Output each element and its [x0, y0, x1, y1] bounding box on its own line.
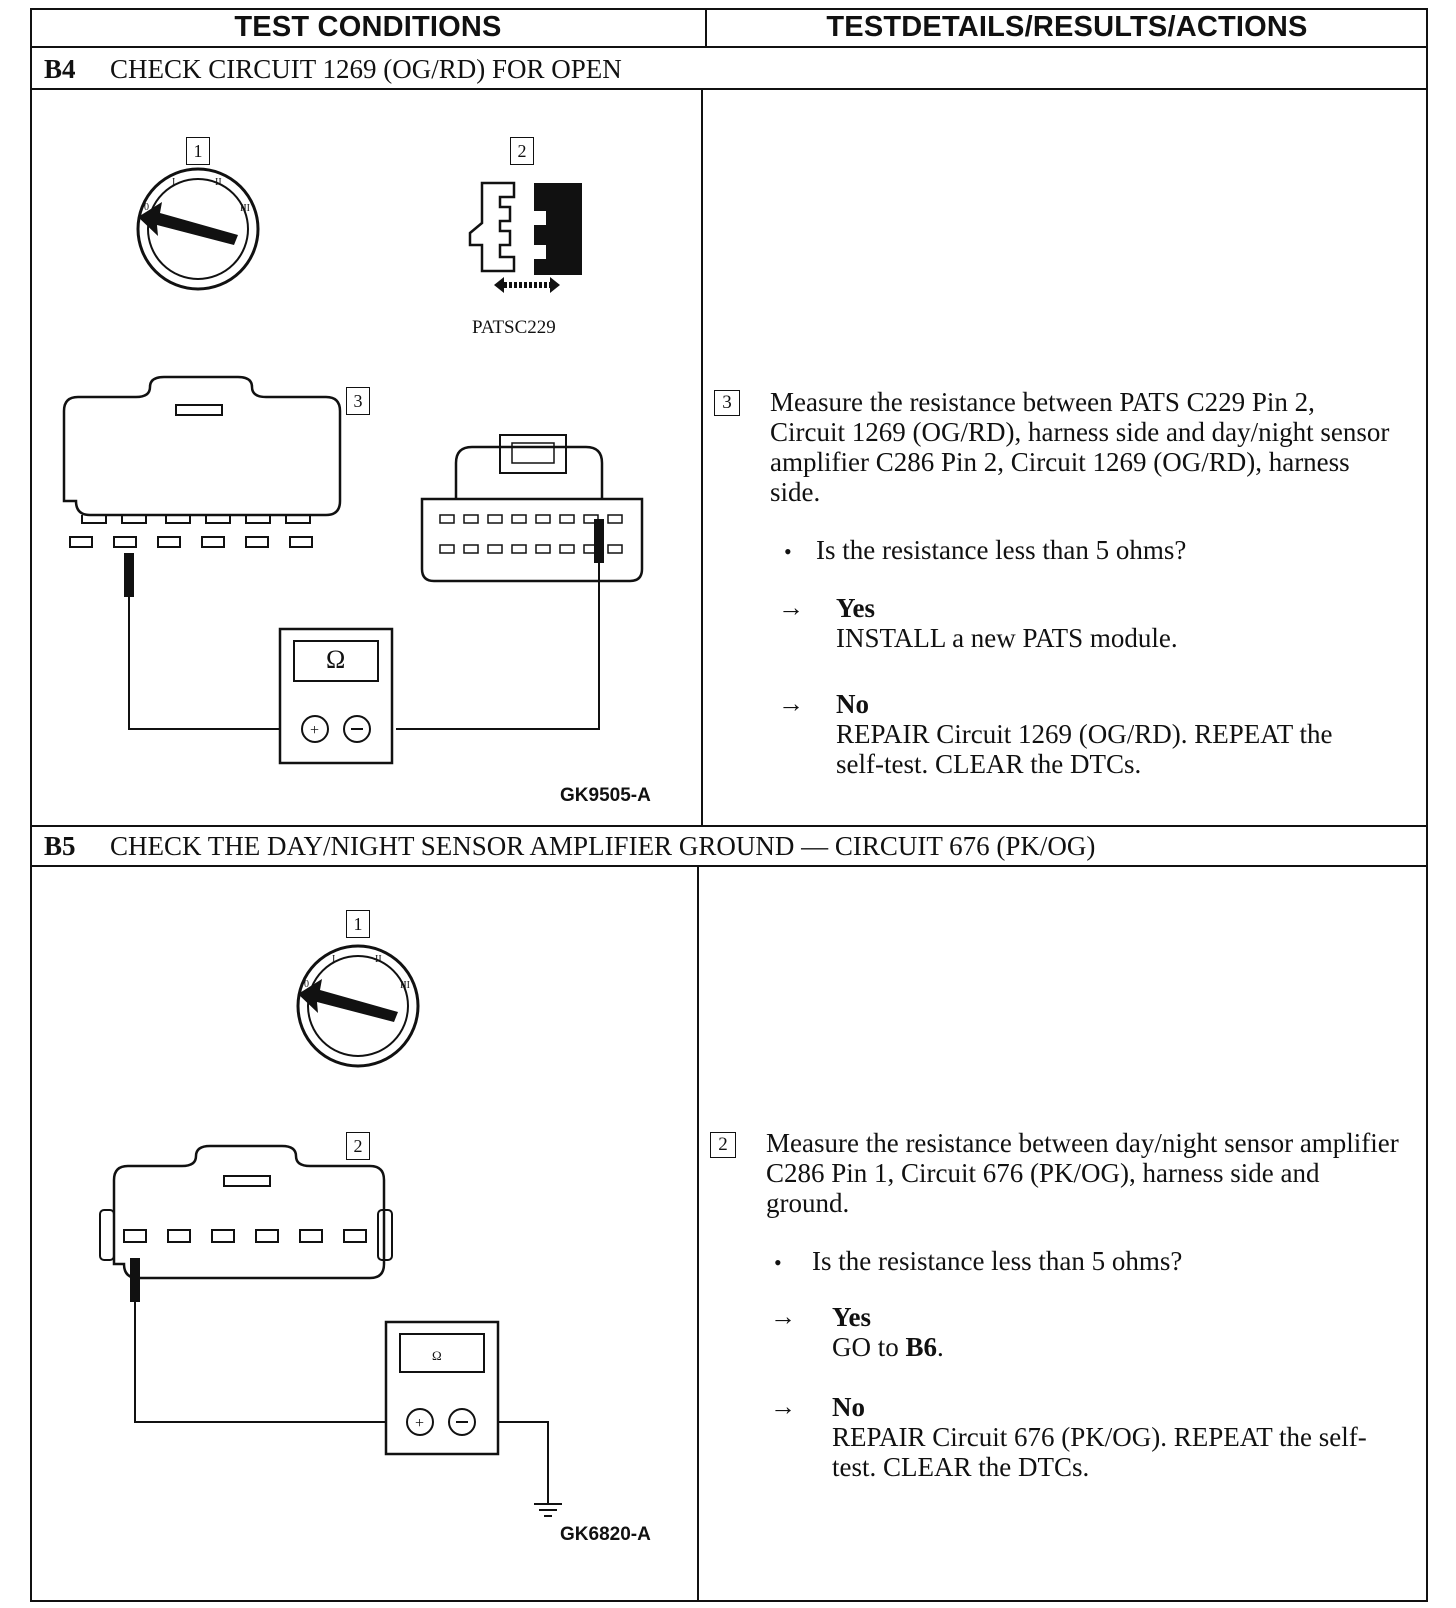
- result-no-label: No: [836, 689, 869, 719]
- svg-text:III: III: [240, 203, 250, 214]
- arrow-right-icon: →: [778, 689, 804, 718]
- svg-text:0: 0: [144, 202, 149, 213]
- result-yes-label: Yes: [832, 1302, 871, 1332]
- action-question: Is the resistance less than 5 ohms?: [812, 1246, 1183, 1276]
- action-step-number: 2: [710, 1132, 736, 1158]
- action-b4: 3 Measure the resistance between PATS C2…: [702, 89, 1428, 826]
- svg-text:+: +: [310, 722, 319, 739]
- svg-text:+: +: [415, 1415, 424, 1432]
- bullet-icon: •: [784, 539, 792, 564]
- figure-caption: GK6820-A: [560, 1524, 651, 1545]
- arrow-right-icon: →: [770, 1392, 796, 1421]
- svg-text:II: II: [215, 177, 222, 188]
- step-b5-header: B5 CHECK THE DAY/NIGHT SENSOR AMPLIFIER …: [44, 826, 1095, 866]
- svg-text:0: 0: [304, 979, 309, 990]
- bullet-icon: •: [774, 1250, 782, 1275]
- result-yes-text: GO to B6.: [832, 1332, 1392, 1362]
- ground-icon: [534, 1503, 562, 1517]
- test-leads: [130, 1258, 549, 1504]
- result-yes-post: .: [937, 1332, 944, 1362]
- test-leads: [124, 519, 604, 730]
- ignition-switch-icon: 0 I II III: [136, 167, 260, 291]
- result-yes-label: Yes: [836, 593, 875, 623]
- figure-step-1: 1: [346, 910, 370, 938]
- result-no-text: REPAIR Circuit 676 (PK/OG). REPEAT the s…: [832, 1422, 1367, 1482]
- meter-symbol: Ω: [326, 645, 346, 674]
- result-no-text: REPAIR Circuit 1269 (OG/RD). REPEAT the …: [836, 719, 1333, 779]
- result-no: No REPAIR Circuit 1269 (OG/RD). REPEAT t…: [836, 689, 1376, 779]
- step-id: B5: [44, 830, 76, 861]
- figure-b4: 0 I II III: [30, 89, 716, 826]
- action-question: Is the resistance less than 5 ohms?: [816, 535, 1187, 565]
- result-yes: Yes INSTALL a new PATS module.: [836, 593, 1376, 653]
- svg-text:III: III: [400, 980, 410, 991]
- arrow-right-icon: →: [770, 1302, 796, 1331]
- step-title: CHECK CIRCUIT 1269 (OG/RD) FOR OPEN: [110, 53, 622, 84]
- step-b4-header: B4 CHECK CIRCUIT 1269 (OG/RD) FOR OPEN: [44, 49, 622, 89]
- figure-b5: 0 I II III: [30, 866, 716, 1602]
- figure-b4-drawing: 0 I II III: [62, 167, 644, 765]
- figure-step-1: 1: [186, 137, 210, 165]
- connector-label: PATSC229: [472, 317, 556, 338]
- svg-text:Ω: Ω: [432, 1348, 442, 1363]
- ohmmeter-icon: +: [278, 627, 394, 765]
- header-test-details: TESTDETAILS/RESULTS/ACTIONS: [826, 10, 1308, 43]
- arrow-right-icon: →: [778, 593, 804, 622]
- header-test-conditions: TEST CONDITIONS: [234, 10, 502, 43]
- step-title: CHECK THE DAY/NIGHT SENSOR AMPLIFIER GRO…: [110, 830, 1096, 861]
- table-grid: [30, 8, 1428, 1602]
- svg-text:I: I: [332, 954, 335, 965]
- result-no-label: No: [832, 1392, 865, 1422]
- figure-step-2: 2: [510, 137, 534, 165]
- figure-caption: GK9505-A: [560, 785, 651, 806]
- action-instruction: Measure the resistance between PATS C229…: [770, 387, 1390, 507]
- svg-text:I: I: [172, 177, 175, 188]
- result-yes-pre: GO to: [832, 1332, 906, 1362]
- figure-step-2: 2: [346, 1132, 370, 1160]
- connector-c286-icon: [420, 434, 644, 583]
- connector-c286-icon: [99, 1144, 393, 1280]
- action-b5: 2 Measure the resistance between day/nig…: [698, 866, 1428, 1602]
- connector-c229-icon: [62, 375, 342, 548]
- connector-disconnect-icon: [468, 181, 582, 293]
- figure-b5-drawing: 0 I II III: [99, 944, 562, 1517]
- step-id: B4: [44, 53, 76, 84]
- result-yes: Yes GO to B6.: [832, 1302, 1392, 1362]
- result-no: No REPAIR Circuit 676 (PK/OG). REPEAT th…: [832, 1392, 1392, 1482]
- result-yes-text: INSTALL a new PATS module.: [836, 623, 1178, 653]
- diagnostic-table: TEST CONDITIONS TESTDETAILS/RESULTS/ACTI…: [30, 8, 1428, 1602]
- action-step-number: 3: [714, 390, 740, 416]
- figure-step-3: 3: [346, 387, 370, 415]
- ignition-switch-icon: 0 I II III: [296, 944, 420, 1068]
- svg-text:II: II: [375, 954, 382, 965]
- ohmmeter-icon: Ω +: [384, 1320, 500, 1456]
- action-instruction: Measure the resistance between day/night…: [766, 1128, 1399, 1218]
- result-yes-ref: B6: [905, 1332, 938, 1362]
